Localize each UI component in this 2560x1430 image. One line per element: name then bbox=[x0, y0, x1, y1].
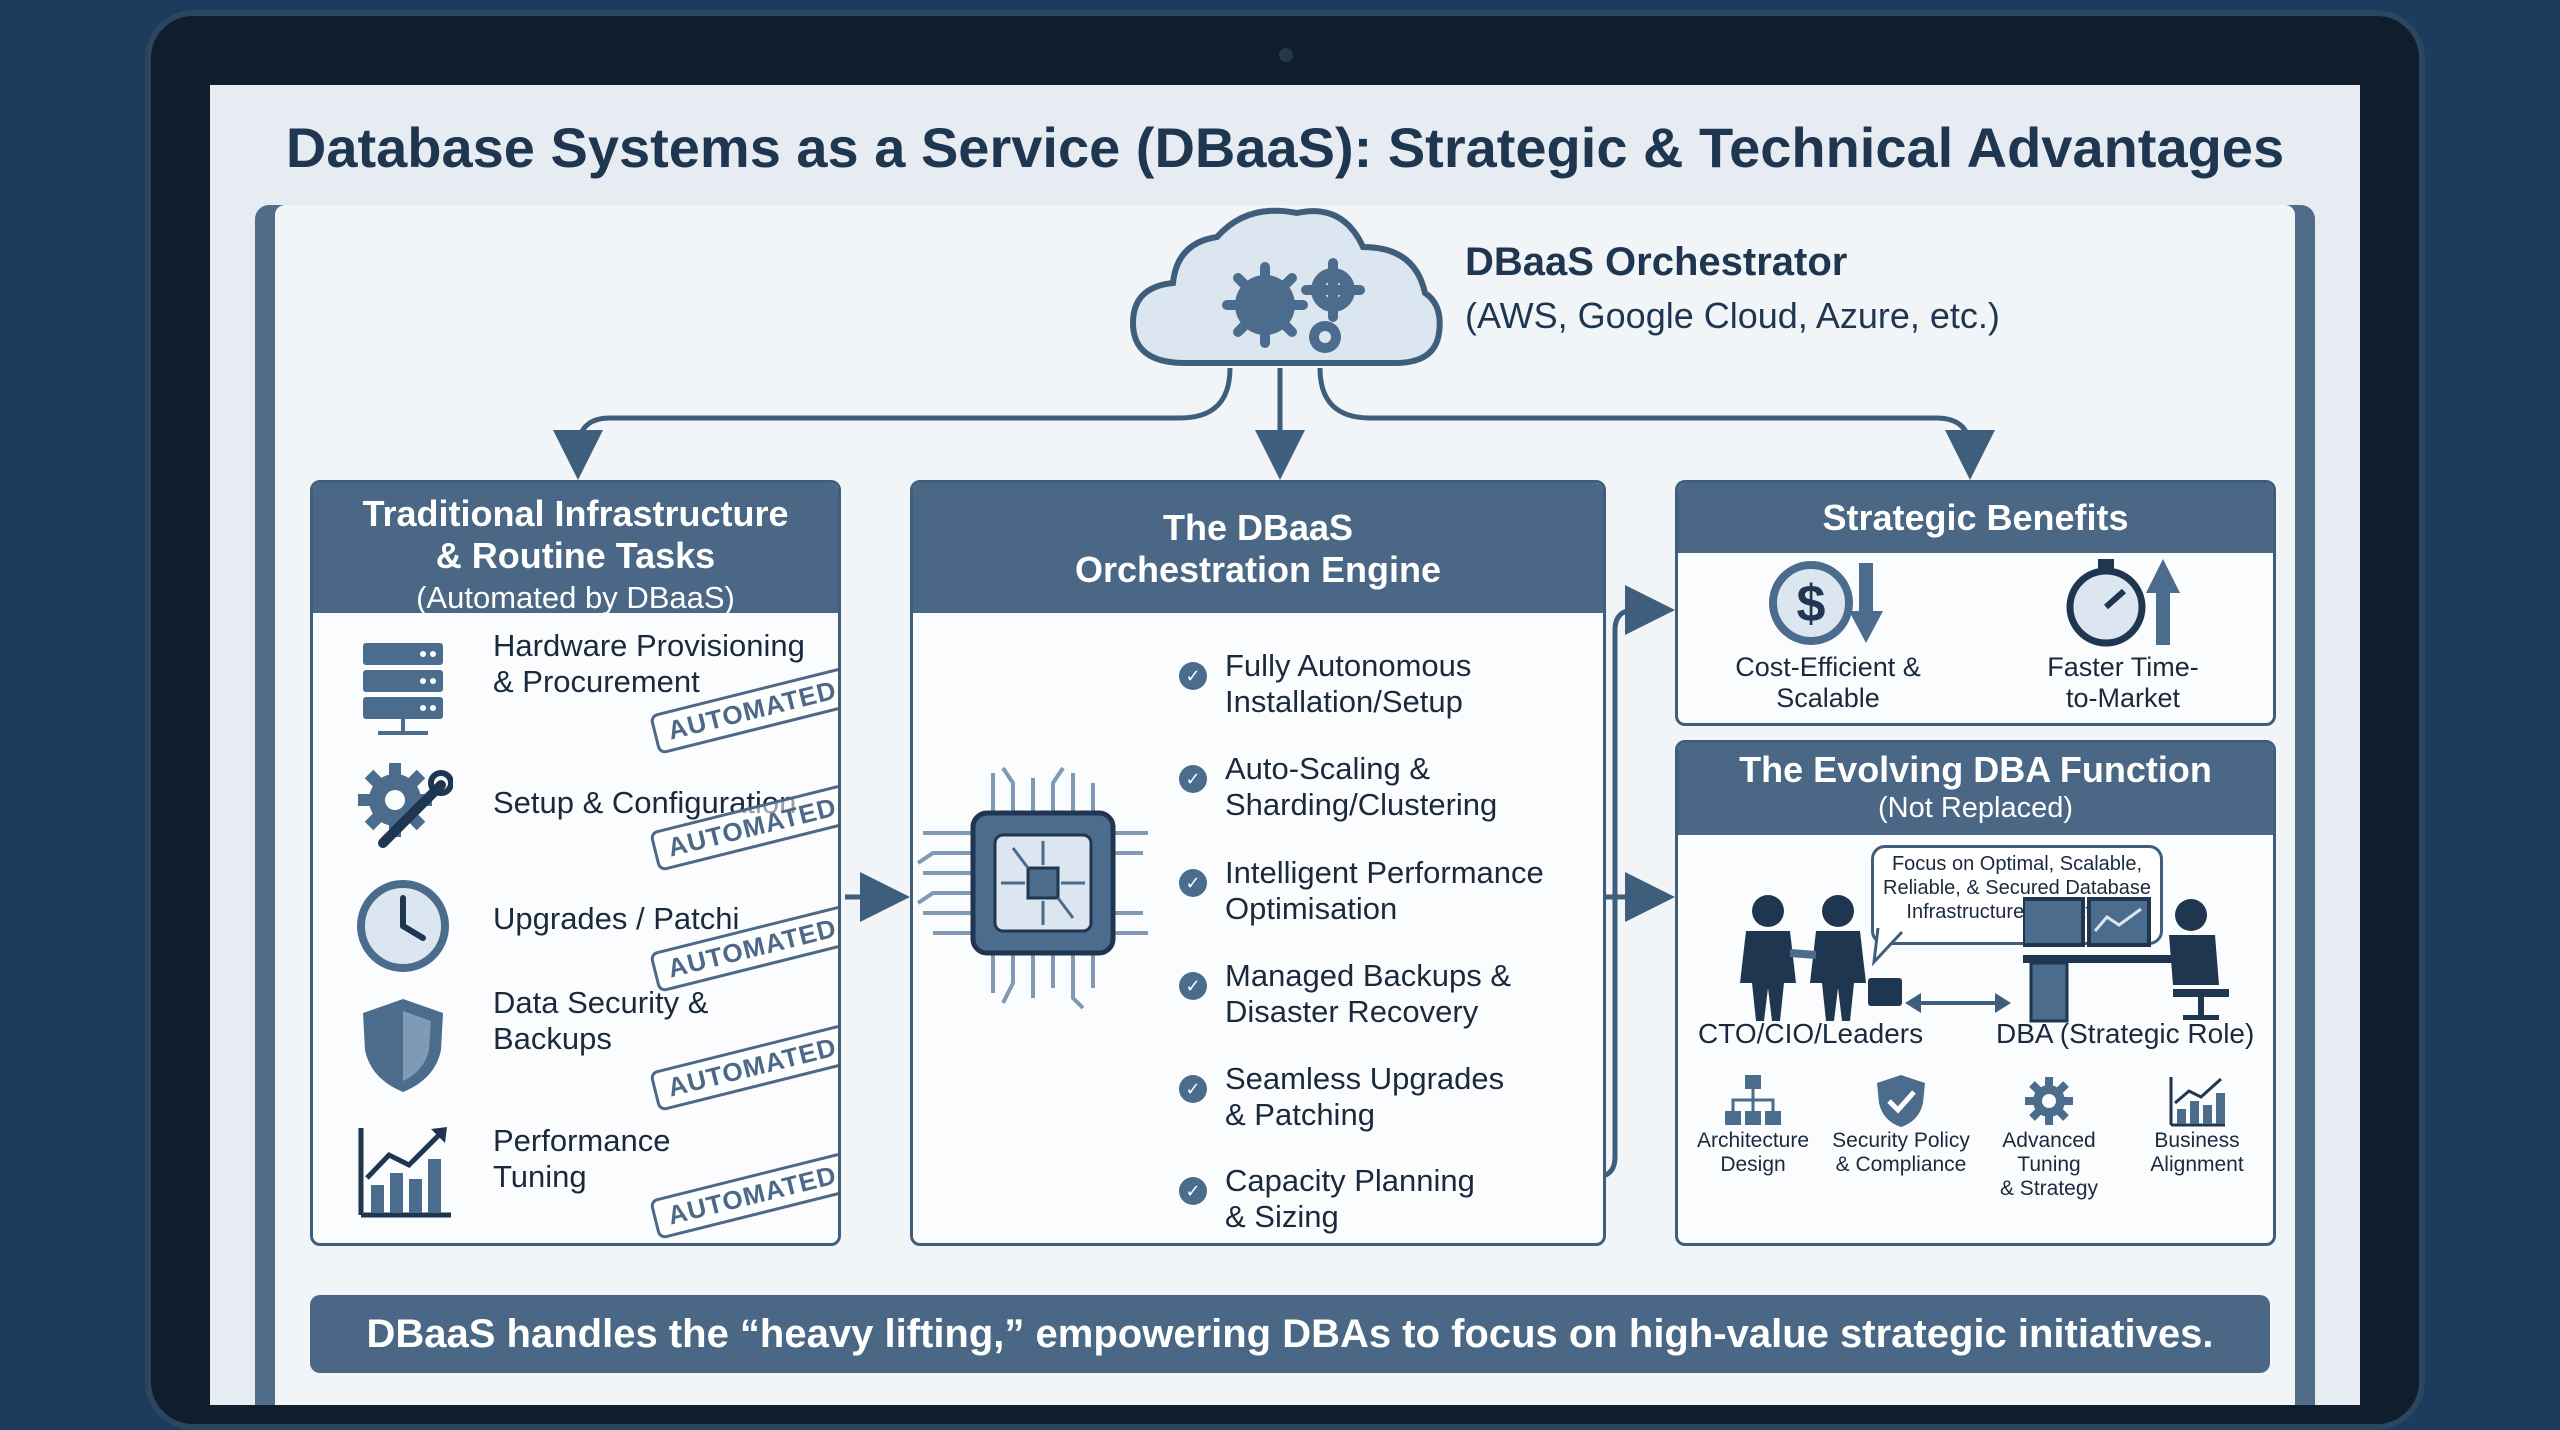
processor-chip-icon bbox=[916, 766, 1148, 1010]
shield-icon bbox=[363, 999, 443, 1092]
server-rack-icon bbox=[363, 643, 443, 735]
traditional-header: Traditional Infrastructure & Routine Tas… bbox=[313, 483, 838, 615]
dba-title: The Evolving DBA Function bbox=[1739, 749, 2212, 790]
chart-up-icon bbox=[358, 1127, 451, 1218]
benefit-label: Faster Time-to-Market bbox=[2047, 652, 2199, 713]
skill-label: Advanced Tuning& Strategy bbox=[1999, 1129, 2099, 1200]
engine-header: The DBaaS Orchestration Engine bbox=[913, 483, 1603, 613]
dba-panel: The Evolving DBA Function (Not Replaced)… bbox=[1675, 740, 2276, 1246]
skill-item: Advanced Tuning& Strategy bbox=[1974, 1073, 2124, 1201]
benefit-label: Cost-Efficient &Scalable bbox=[1735, 652, 1921, 713]
task-label: Data Security &Backups bbox=[493, 985, 709, 1056]
dba-subtitle: (Not Replaced) bbox=[1877, 792, 2074, 824]
task-item: Setup & Configuration AUTOMATED bbox=[313, 745, 838, 872]
engine-feature: ✓Capacity Planning& Sizing bbox=[1179, 1163, 1595, 1235]
leaders-handshake-icon bbox=[1740, 895, 1902, 1021]
benefit-item: $ Cost-Efficient &Scalable bbox=[1698, 555, 1958, 715]
screen: Database Systems as a Service (DBaaS): S… bbox=[210, 85, 2360, 1405]
check-icon: ✓ bbox=[1179, 1177, 1207, 1205]
cloud-to-right-arrow bbox=[1317, 367, 1995, 480]
engine-title-1: The DBaaS bbox=[1162, 507, 1354, 548]
check-icon: ✓ bbox=[1179, 869, 1207, 897]
traditional-title-1: Traditional Infrastructure bbox=[362, 493, 789, 534]
bidirectional-arrow bbox=[1905, 993, 2011, 1013]
benefit-item: Faster Time-to-Market bbox=[1993, 555, 2253, 715]
gear-icon bbox=[2025, 1077, 2073, 1125]
orchestrator-label: DBaaS Orchestrator (AWS, Google Cloud, A… bbox=[1465, 240, 2000, 337]
engine-feature: ✓Seamless Upgrades& Patching bbox=[1179, 1061, 1595, 1133]
benefits-header: Strategic Benefits bbox=[1678, 483, 2273, 553]
gear-wrench-icon bbox=[358, 763, 453, 848]
cloud-gears-icon bbox=[1129, 207, 1443, 366]
benefits-panel: Strategic Benefits $ Cost-Efficient &Sca… bbox=[1675, 480, 2276, 726]
svg-text:$: $ bbox=[1797, 575, 1826, 633]
engine-panel: The DBaaS Orchestration Engine ✓Fully Au… bbox=[910, 480, 1606, 1246]
shield-check-icon bbox=[1877, 1075, 1925, 1127]
engine-title-2: Orchestration Engine bbox=[1074, 549, 1442, 590]
clock-icon bbox=[357, 880, 449, 972]
check-icon: ✓ bbox=[1179, 662, 1207, 690]
check-icon: ✓ bbox=[1179, 765, 1207, 793]
traditional-panel: Traditional Infrastructure & Routine Tas… bbox=[310, 480, 841, 1246]
orchestrator-name: DBaaS Orchestrator bbox=[1465, 240, 1848, 284]
traditional-subtitle: (Automated by DBaaS) bbox=[416, 580, 735, 615]
skill-item: Security Policy& Compliance bbox=[1826, 1073, 1976, 1177]
org-chart-icon bbox=[1725, 1075, 1781, 1125]
orchestrator-providers: (AWS, Google Cloud, Azure, etc.) bbox=[1465, 295, 2000, 336]
stopwatch-up-icon bbox=[2066, 559, 2180, 647]
task-item: Hardware Provisioning& Procurement AUTOM… bbox=[313, 628, 838, 755]
traditional-title-2: & Routine Tasks bbox=[435, 535, 716, 576]
dba-header: The Evolving DBA Function (Not Replaced) bbox=[1678, 743, 2273, 835]
bar-chart-icon bbox=[2169, 1077, 2225, 1127]
task-item: Data Security &Backups AUTOMATED bbox=[313, 985, 838, 1112]
check-icon: ✓ bbox=[1179, 1075, 1207, 1103]
webcam-dot bbox=[1279, 48, 1293, 62]
check-icon: ✓ bbox=[1179, 972, 1207, 1000]
speech-bubble-tail bbox=[1871, 928, 1904, 967]
task-label: Upgrades / Patchi bbox=[493, 901, 740, 936]
engine-feature: ✓Auto-Scaling &Sharding/Clustering bbox=[1179, 751, 1595, 823]
cloud-to-left-arrow bbox=[553, 367, 1233, 480]
diagram-title: Database Systems as a Service (DBaaS): S… bbox=[285, 116, 2285, 179]
leaders-label: CTO/CIO/Leaders bbox=[1698, 1018, 1924, 1049]
engine-feature: ✓Managed Backups &Disaster Recovery bbox=[1179, 958, 1595, 1030]
task-label: Hardware Provisioning& Procurement bbox=[493, 628, 805, 699]
dba-role-label: DBA (Strategic Role) bbox=[1996, 1018, 2255, 1049]
skill-label: Security Policy& Compliance bbox=[1832, 1129, 1970, 1176]
summary-banner: DBaaS handles the “heavy lifting,” empow… bbox=[310, 1295, 2270, 1373]
dba-workstation-icon bbox=[2023, 897, 2229, 1023]
dollar-down-icon: $ bbox=[1769, 561, 1883, 645]
task-item: Upgrades / Patchi AUTOMATED bbox=[313, 866, 838, 993]
